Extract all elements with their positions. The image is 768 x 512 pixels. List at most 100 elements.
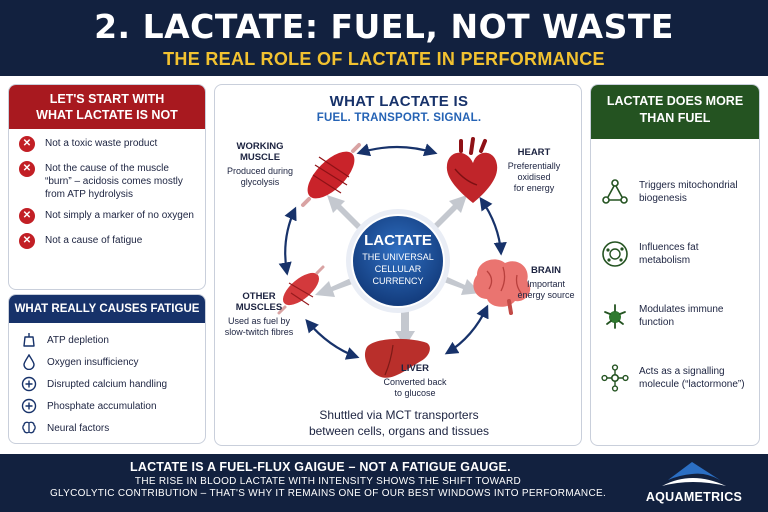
more-panel-title-line1: LACTATE DOES MORE	[606, 94, 744, 108]
heart-desc-1: Preferentially	[507, 161, 561, 171]
page-subtitle: THE REAL ROLE OF LACTATE IN PERFORMANCE	[163, 49, 605, 69]
x-circle-icon: ✕	[19, 136, 35, 152]
brand-name: AQUAMETRICS	[645, 490, 743, 504]
atp-icon	[21, 332, 37, 348]
cause-item-text: Neural factors	[47, 422, 110, 434]
heart-desc-3: for energy	[513, 183, 555, 193]
hub-title: LACTATE	[364, 232, 432, 249]
heart-icon	[446, 137, 498, 203]
not-list: ✕Not a toxic waste product ✕Not the caus…	[9, 129, 205, 249]
not-panel-header: LET'S START WITH WHAT LACTATE IS NOT	[9, 85, 205, 129]
liver-title: LIVER	[401, 363, 429, 374]
center-subtitle: FUEL. TRANSPORT. SIGNAL.	[316, 112, 482, 124]
other-muscles-title-2: MUSCLES	[235, 302, 283, 313]
not-panel-title-line1: LET'S START WITH	[49, 92, 165, 106]
working-muscle-title-1: WORKING	[236, 141, 284, 152]
footer-sub-line2: GLYCOLYTIC CONTRIBUTION – THAT'S WHY IT …	[49, 488, 607, 499]
list-item: Modulates immune function	[601, 285, 753, 347]
more-item-4-line2: molecule (“lactormone”)	[639, 379, 745, 390]
more-panel-title-line2: THAN FUEL	[639, 111, 711, 125]
more-item-4-line1: Acts as a signalling	[639, 366, 725, 377]
lactate-hub: LACTATE THE UNIVERSAL CELLULAR CURRENCY	[346, 209, 450, 313]
x-circle-icon: ✕	[19, 233, 35, 249]
other-muscles-icon	[277, 265, 325, 315]
what-lactate-is-panel: WHAT LACTATE IS FUEL. TRANSPORT. SIGNAL.	[214, 84, 582, 446]
cycle-arrows	[278, 143, 507, 360]
plus-circle-icon	[21, 398, 37, 414]
center-footer: Shuttled via MCT transporters between ce…	[215, 407, 581, 439]
spoke-arrows	[315, 195, 481, 347]
cause-item-text: Disrupted calcium handling	[47, 378, 168, 390]
footer-sub-line1: THE RISE IN BLOOD LACTATE WITH INTENSITY…	[134, 476, 522, 487]
other-muscles-title-1: OTHER	[242, 291, 276, 302]
brain-desc-2: energy source	[517, 290, 575, 300]
more-item-3-line2: function	[639, 317, 675, 328]
molecule-icon	[602, 179, 628, 204]
working-muscle-title-2: MUSCLE	[239, 152, 281, 163]
brain-organ-icon	[473, 259, 531, 315]
other-muscles-desc-2: slow-twitch fibres	[224, 327, 294, 337]
center-footer-line2: between cells, organs and tissues	[308, 424, 490, 438]
fatigue-causes-panel: WHAT REALLY CAUSES FATIGUE ATP depletion…	[8, 294, 206, 444]
brain-desc-1: Important	[526, 279, 566, 289]
more-item-1-line1: Triggers mitochondrial	[639, 180, 738, 191]
center-footer-line1: Shuttled via MCT transporters	[319, 408, 479, 422]
list-item: Phosphate accumulation	[21, 395, 197, 417]
footer-headline: LACTATE IS A FUEL-FLUX GAIGUE – NOT A FA…	[130, 460, 511, 474]
other-muscles-desc-1: Used as fuel by	[227, 316, 291, 326]
brain-title: BRAIN	[530, 265, 562, 276]
list-item: Disrupted calcium handling	[21, 373, 197, 395]
x-circle-icon: ✕	[19, 208, 35, 224]
brain-icon	[21, 420, 37, 436]
footer-banner: LACTATE IS A FUEL-FLUX GAIGUE – NOT A FA…	[0, 454, 768, 512]
node-brain: BRAIN Important energy source	[511, 265, 581, 301]
more-item-2-line2: metabolism	[639, 255, 691, 266]
list-item: Triggers mitochondrial biogenesis	[601, 161, 753, 223]
not-item-text: Not a toxic waste product	[45, 138, 158, 149]
cause-item-text: Phosphate accumulation	[47, 400, 157, 412]
lactate-cycle-diagram: LACTATE THE UNIVERSAL CELLULAR CURRENCY	[277, 137, 531, 378]
working-muscle-desc-1: Produced during	[226, 166, 294, 176]
more-item-2-line1: Influences fat	[639, 242, 699, 253]
not-item-text: Not simply a marker of no oxygen	[45, 210, 194, 221]
center-title: WHAT LACTATE IS	[329, 93, 469, 110]
list-item: Oxygen insufficiency	[21, 351, 197, 373]
cell-icon	[602, 241, 628, 267]
heart-title: HEART	[517, 147, 551, 158]
list-item: ✕Not the cause of the muscle “burn” – ac…	[19, 161, 197, 201]
does-more-than-fuel-panel: LACTATE DOES MORE THAN FUEL Triggers mit…	[590, 84, 760, 446]
list-item: Acts as a signalling molecule (“lactormon…	[601, 347, 753, 409]
hub-line1: THE UNIVERSAL	[362, 252, 434, 262]
immune-icon	[604, 304, 626, 329]
hub-line2: CELLULAR	[375, 264, 422, 274]
network-icon	[601, 364, 629, 392]
cause-item-text: Oxygen insufficiency	[47, 356, 139, 368]
oxygen-drop-icon	[21, 354, 37, 370]
brand-logo: AQUAMETRICS	[628, 456, 760, 510]
list-item: Neural factors	[21, 417, 197, 439]
not-item-text: Not the cause of the muscle “burn” – aci…	[45, 163, 183, 200]
more-item-1-line2: biogenesis	[639, 193, 687, 204]
liver-desc-1: Converted back	[383, 377, 447, 387]
list-item: ✕ Not a toxic waste product	[19, 136, 197, 152]
node-liver: LIVER Converted back to glucose	[367, 363, 463, 399]
page-title: 2. LACTATE: FUEL, NOT WASTE	[94, 7, 674, 46]
heart-desc-2: oxidised	[517, 172, 551, 182]
cause-panel-title: WHAT REALLY CAUSES FATIGUE	[9, 295, 205, 323]
plus-circle-icon	[21, 376, 37, 392]
what-lactate-is-not-panel: LET'S START WITH WHAT LACTATE IS NOT ✕No…	[8, 84, 206, 290]
liver-desc-2: to glucose	[394, 388, 436, 398]
list-item: ✕ Not a cause of fatigue	[19, 233, 197, 249]
not-item-text: Not a cause of fatigue	[45, 235, 143, 246]
muscle-icon	[301, 143, 361, 207]
node-heart: HEART Preferentially oxidised for energy	[499, 147, 569, 194]
not-panel-title-line2: WHAT LACTATE IS NOT	[36, 108, 178, 122]
liver-icon	[364, 338, 430, 378]
list-item: ✕ Not simply a marker of no oxygen	[19, 208, 197, 224]
more-panel-header: LACTATE DOES MORE THAN FUEL	[591, 85, 759, 139]
more-list: Triggers mitochondrial biogenesis Influen…	[591, 139, 759, 409]
wave-logo-icon	[662, 462, 726, 486]
more-item-3-line1: Modulates immune	[639, 304, 724, 315]
